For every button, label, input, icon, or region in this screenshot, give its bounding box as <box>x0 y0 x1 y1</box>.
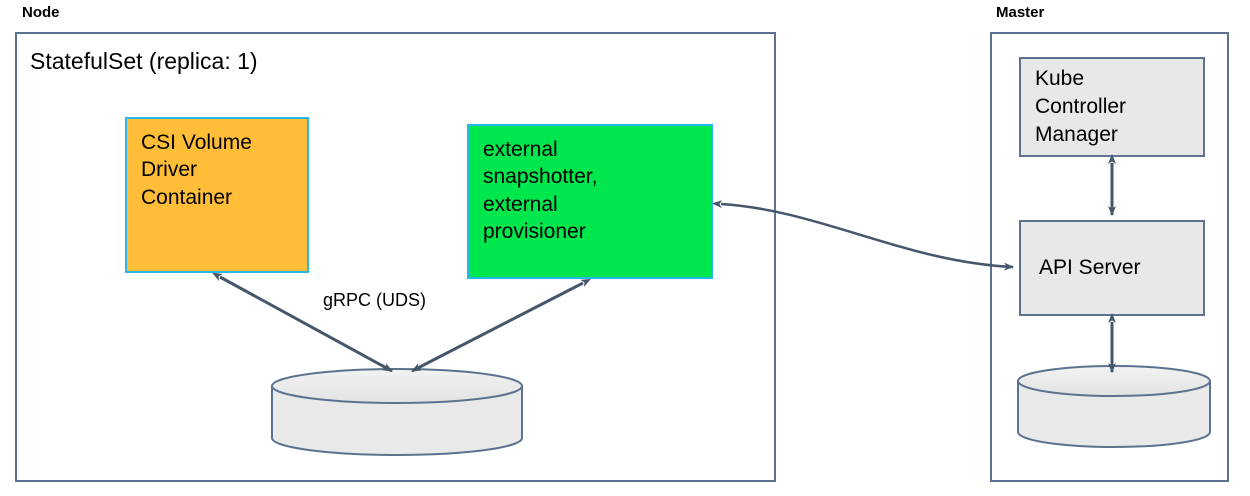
kcm-line-3: Manager <box>1035 122 1118 146</box>
external-controllers-lines: external snapshotter, external provision… <box>483 136 697 245</box>
edge-label-grpc: gRPC (UDS) <box>323 290 427 310</box>
kcm-lines: Kube Controller Manager <box>1021 59 1203 149</box>
api-server-lines: API Server <box>1021 222 1203 314</box>
external-controllers-line-4: provisioner <box>483 219 586 243</box>
external-controllers-line-3: external <box>483 192 558 216</box>
csi-driver-line-3: Container <box>141 185 233 209</box>
etcd-label: etcd <box>1035 397 1075 420</box>
csi-driver-line-1: CSI Volume <box>141 131 252 154</box>
kcm-line-2: Controller <box>1035 94 1127 118</box>
external-controllers-line-2: snapshotter, <box>483 165 598 189</box>
api-server-line-1: API Server <box>1039 256 1141 280</box>
kcm-line-1: Kube <box>1035 67 1085 90</box>
external-controllers-line-1: external <box>483 138 558 161</box>
group-title-node: Node <box>22 4 60 21</box>
master-kube-controller-manager[interactable]: Kube Controller Manager <box>1019 57 1205 157</box>
group-title-master: Master <box>996 4 1045 21</box>
statefulset-label: StatefulSet (replica: 1) <box>30 48 258 74</box>
emptydir-volume-label: EmptyDir Volume <box>290 410 430 430</box>
csi-driver-lines: CSI Volume Driver Container <box>141 129 293 211</box>
node-external-controllers[interactable]: external snapshotter, external provision… <box>467 124 713 279</box>
master-api-server[interactable]: API Server <box>1019 220 1205 316</box>
node-csi-volume-driver-container[interactable]: CSI Volume Driver Container <box>125 117 309 273</box>
csi-driver-line-2: Driver <box>141 158 197 182</box>
